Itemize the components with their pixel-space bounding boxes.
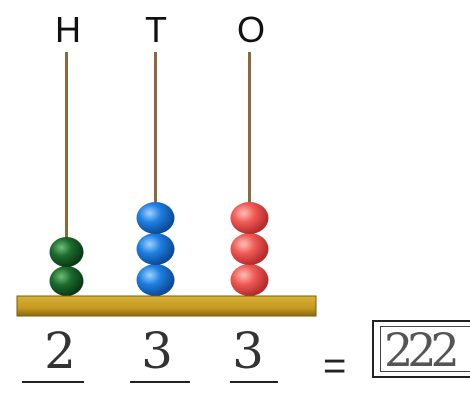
hundreds-answer-line (22, 381, 84, 383)
ones-answer-line (230, 381, 278, 383)
total-answer-box: 222 (372, 320, 470, 378)
ones-label: O (236, 9, 265, 50)
rod-o (248, 52, 251, 300)
rod-t (154, 52, 157, 300)
tens-answer-line (130, 381, 190, 383)
beads-group (49, 202, 269, 296)
tens-answer: 3 (141, 322, 173, 380)
hundreds-bead (49, 237, 84, 267)
ones-bead (230, 264, 269, 296)
hundreds-answer: 2 (44, 322, 76, 380)
ones-bead (230, 202, 269, 234)
hundreds-label: H (55, 9, 81, 50)
rod-h (65, 52, 68, 300)
tens-bead (136, 233, 175, 265)
hundreds-bead (49, 266, 84, 296)
ones-bead (230, 233, 269, 265)
tens-bead (136, 264, 175, 296)
tens-bead (136, 202, 175, 234)
abacus-base (16, 295, 317, 317)
equals-sign: = (323, 344, 347, 388)
tens-label: T (145, 9, 167, 50)
ones-answer: 3 (232, 322, 264, 380)
total-answer-inner-border (380, 326, 470, 372)
total-answer: 222 (384, 323, 460, 377)
